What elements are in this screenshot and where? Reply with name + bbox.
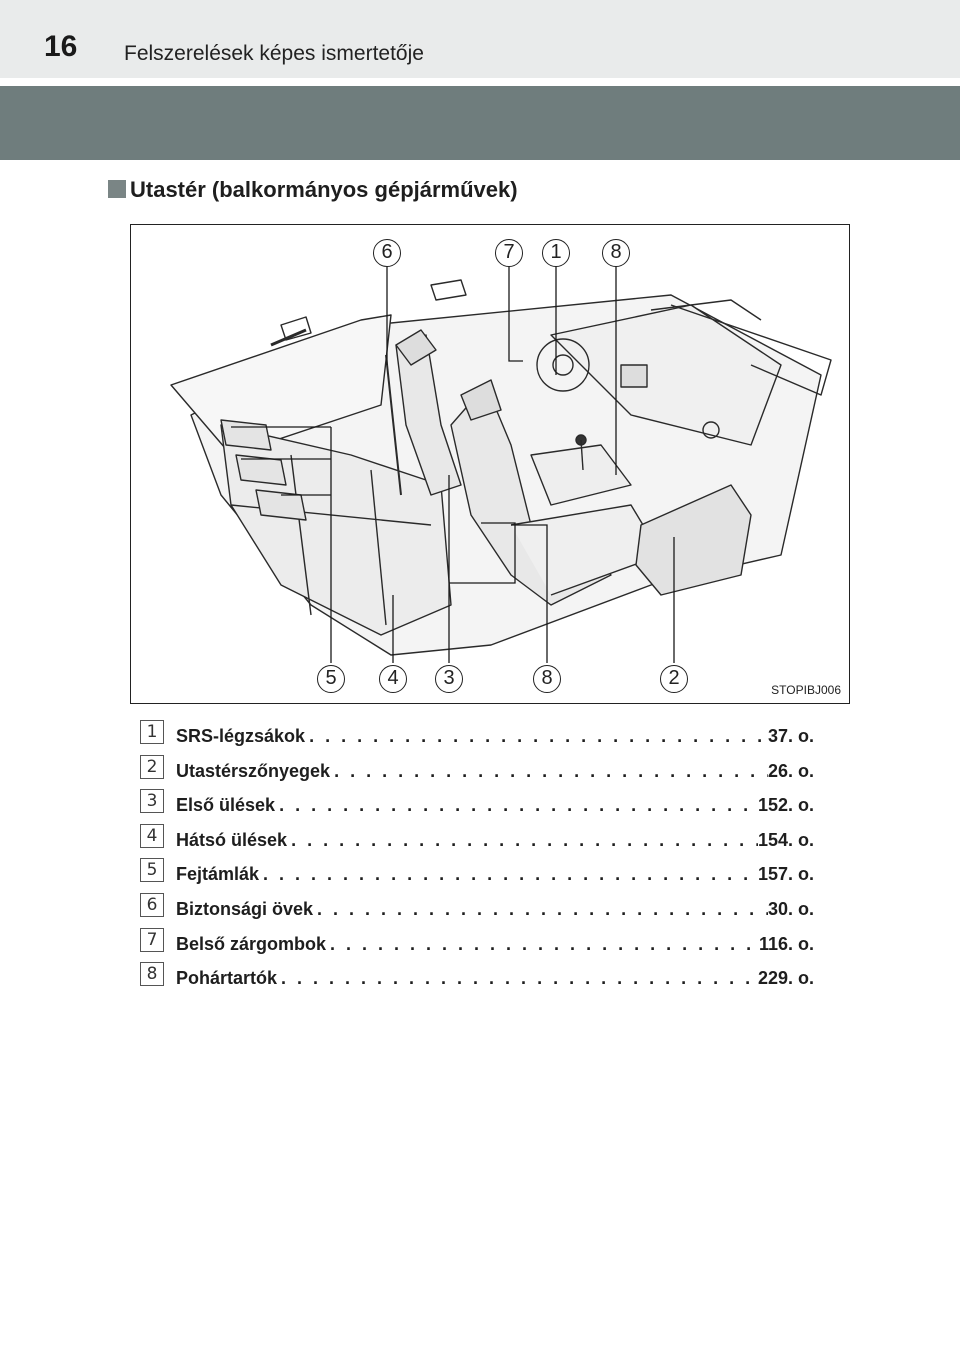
chapter-title: Felszerelések képes ismertetője — [124, 42, 424, 65]
item-number: 2 — [140, 754, 164, 779]
callout-7: 7 — [495, 239, 523, 267]
list-item: 4 Hátsó ülések 154. o. — [140, 823, 820, 859]
figure-code: STOPIBJ006 — [771, 683, 841, 697]
section-heading: Utastér (balkormányos gépjárművek) — [108, 177, 518, 203]
callout-6: 6 — [373, 239, 401, 267]
section-title: Utastér (balkormányos gépjárművek) — [130, 177, 518, 202]
item-number: 3 — [140, 789, 164, 814]
list-item: 7 Belső zárgombok 116. o. — [140, 927, 820, 963]
callout-4: 4 — [379, 665, 407, 693]
item-number: 5 — [140, 858, 164, 883]
leader-dots — [313, 899, 768, 920]
leader-dots — [275, 795, 758, 816]
list-item: 8 Pohártartók 229. o. — [140, 962, 820, 997]
item-label: Első ülések — [176, 795, 276, 816]
header-bar — [0, 0, 960, 78]
leader-dots — [259, 864, 758, 885]
leader-dots — [330, 761, 768, 782]
leader-dots — [277, 968, 758, 989]
item-page-ref: 152. o. — [757, 795, 814, 816]
leader-dots — [326, 934, 759, 955]
list-item: 5 Fejtámlák 157. o. — [140, 858, 820, 893]
callout-8-top: 8 — [602, 239, 630, 267]
list-item: 6 Biztonsági övek 30. o. — [140, 892, 820, 928]
header-band — [0, 86, 960, 160]
leader-dots — [305, 726, 768, 747]
item-label: SRS-légzsákok — [176, 726, 306, 746]
page-number: 16 — [44, 30, 78, 63]
interior-illustration: 6 7 1 8 5 4 3 8 2 STOPIBJ006 — [130, 224, 850, 704]
item-number: 4 — [140, 823, 164, 848]
callout-2: 2 — [660, 665, 688, 693]
item-label: Fejtámlák — [176, 864, 260, 885]
callout-5: 5 — [317, 665, 345, 693]
item-label: Hátsó ülések — [176, 829, 288, 850]
item-page-ref: 116. o. — [758, 933, 814, 954]
item-page-ref: 37. o. — [767, 726, 814, 746]
list-item: 3 Első ülések 152. o. — [140, 789, 820, 824]
item-number: 1 — [140, 720, 164, 744]
item-label: Belső zárgombok — [176, 933, 327, 954]
section-square-icon — [108, 180, 126, 198]
item-page-ref: 229. o. — [757, 968, 814, 989]
callout-3: 3 — [435, 665, 463, 693]
item-label: Biztonsági övek — [176, 898, 314, 919]
reference-list: 1 SRS-légzsákok 37. o. 2 Utastérszőnyegek… — [140, 720, 820, 997]
car-interior-drawing — [170, 265, 832, 663]
item-page-ref: 30. o. — [767, 898, 814, 919]
list-item: 1 SRS-légzsákok 37. o. — [140, 720, 820, 755]
item-label: Utastérszőnyegek — [176, 760, 331, 781]
item-number: 8 — [140, 962, 164, 987]
item-number: 6 — [140, 892, 164, 917]
item-number: 7 — [140, 927, 164, 952]
item-page-ref: 157. o. — [757, 864, 814, 885]
callout-8-bottom: 8 — [533, 665, 561, 693]
item-label: Pohártartók — [176, 968, 278, 989]
item-page-ref: 154. o. — [757, 829, 814, 850]
item-page-ref: 26. o. — [767, 760, 814, 781]
list-item: 2 Utastérszőnyegek 26. o. — [140, 754, 820, 790]
leader-dots — [287, 830, 758, 851]
callout-1: 1 — [542, 239, 570, 267]
